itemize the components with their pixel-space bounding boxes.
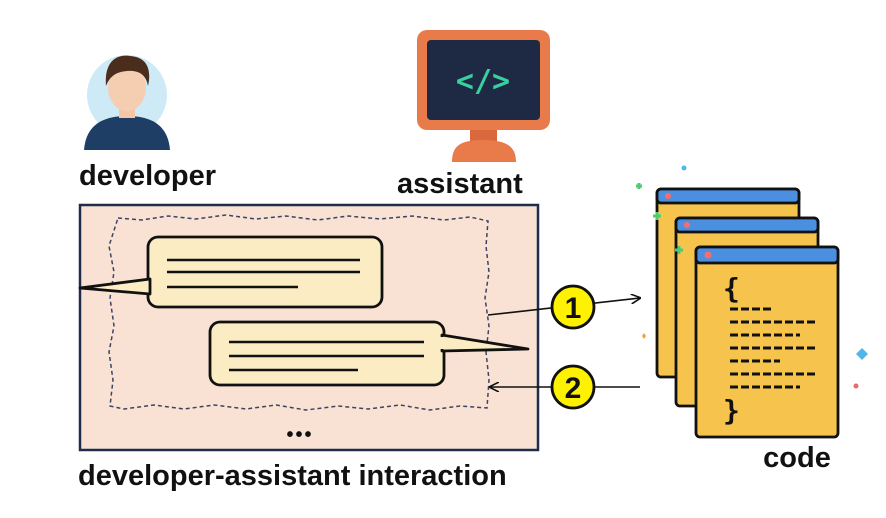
sparkle-icon — [681, 165, 687, 171]
code-symbol-icon: </> — [456, 64, 510, 99]
sparkle-icon — [642, 333, 646, 339]
step-2-badge: 2 — [550, 364, 596, 410]
sparkle-icon — [856, 348, 868, 360]
conversation-boundary — [108, 214, 490, 411]
assistant-label: assistant — [397, 168, 523, 200]
code-label: code — [763, 442, 831, 474]
sparkle-icon — [675, 246, 683, 254]
sparkle-icon — [653, 212, 661, 220]
developer-avatar-icon — [84, 55, 170, 150]
interaction-label: developer-assistant interaction — [78, 460, 507, 492]
step-2-number: 2 — [565, 372, 582, 405]
step-1-number: 1 — [565, 292, 582, 325]
sparkle-icon — [853, 383, 859, 389]
sparkle-icon — [636, 183, 642, 189]
more-turns-ellipsis: ••• — [286, 424, 313, 446]
step-1-badge: 1 — [550, 284, 596, 330]
assistant-message-bubble — [208, 320, 530, 387]
close-brace: } — [723, 394, 740, 427]
open-brace: { — [723, 272, 740, 305]
developer-label: developer — [79, 160, 216, 192]
developer-message-bubble — [78, 235, 384, 309]
code-files-icon: { } — [636, 165, 868, 439]
assistant-monitor-icon: </> — [417, 30, 550, 162]
